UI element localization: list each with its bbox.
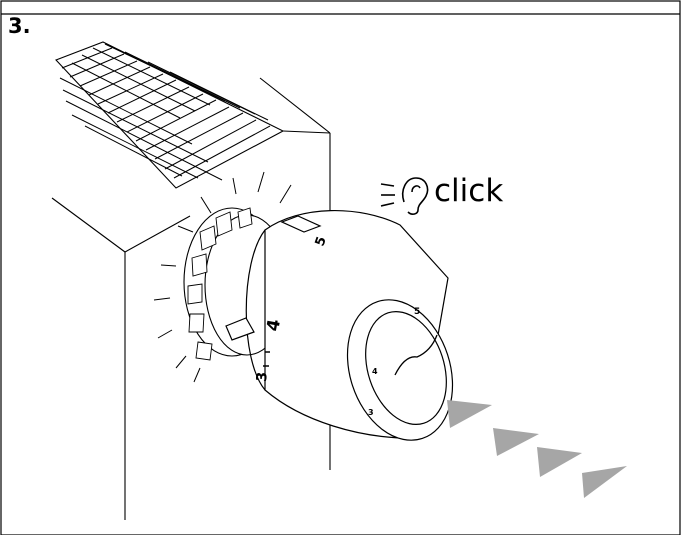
arrow-4 xyxy=(582,466,627,498)
face-number-3: 3 xyxy=(368,408,374,417)
arrow-2 xyxy=(493,428,539,456)
vibration-lines xyxy=(153,171,292,383)
direction-arrows xyxy=(447,400,627,498)
step-label: 3. xyxy=(8,14,31,38)
face-number-4: 4 xyxy=(372,367,378,376)
thermostat-face xyxy=(346,299,454,441)
click-label: click xyxy=(434,173,504,209)
radiator-grid xyxy=(55,41,285,189)
side-number-4: 4 xyxy=(263,318,285,333)
face-scale: 5 4 3 xyxy=(368,307,420,417)
brand-logo xyxy=(394,334,438,376)
side-number-3: 3 xyxy=(254,371,271,382)
ear-icon xyxy=(380,177,429,215)
arrow-3 xyxy=(537,447,582,477)
arrow-1 xyxy=(447,400,492,428)
face-number-5: 5 xyxy=(414,307,420,317)
